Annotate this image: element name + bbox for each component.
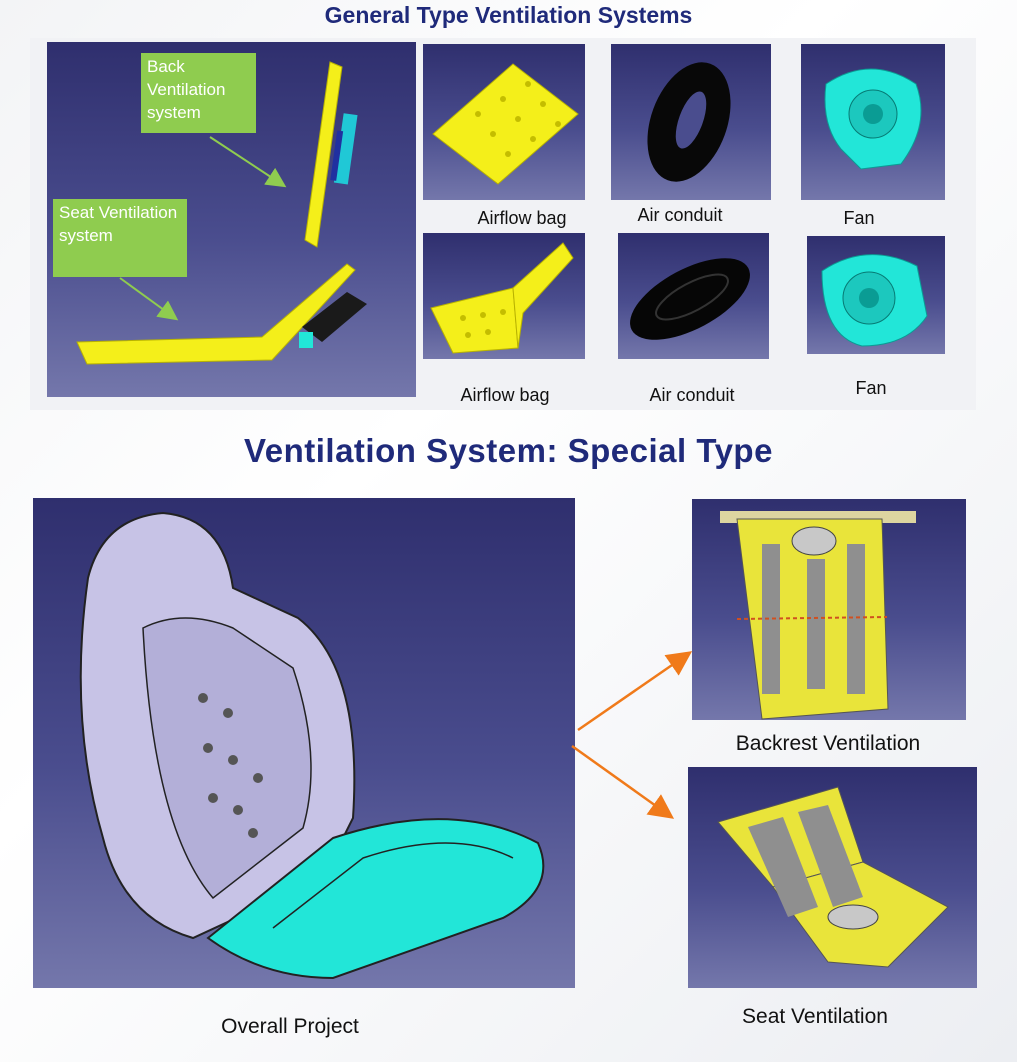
fan-image-1 bbox=[801, 44, 945, 200]
caption-airflow-bag-2: Airflow bag bbox=[460, 385, 550, 405]
seat-arrow bbox=[571, 744, 675, 819]
caption-fan-1: Fan bbox=[843, 208, 875, 228]
caption-backrest-ventilation: Backrest Ventilation bbox=[735, 732, 921, 755]
airflow-bag-image-1 bbox=[423, 44, 585, 200]
general-section-title: General Type Ventilation Systems bbox=[324, 2, 693, 28]
special-section-title: Ventilation System: Special Type bbox=[244, 432, 773, 469]
seat-ventilation-image bbox=[688, 767, 977, 988]
overall-project-image bbox=[33, 498, 575, 988]
caption-seat-ventilation: Seat Ventilation bbox=[742, 1005, 888, 1028]
backrest-arrow bbox=[577, 651, 693, 732]
backrest-ventilation-image bbox=[692, 499, 966, 720]
back-ventilation-label: Back Ventilation system bbox=[141, 53, 256, 133]
caption-airflow-bag-1: Airflow bag bbox=[477, 208, 567, 228]
seat-ventilation-label: Seat Ventilation system bbox=[53, 199, 187, 277]
airflow-bag-image-2 bbox=[423, 233, 585, 359]
air-conduit-image-1 bbox=[611, 44, 771, 200]
caption-air-conduit-2: Air conduit bbox=[649, 385, 735, 405]
caption-fan-2: Fan bbox=[855, 378, 887, 398]
caption-overall-project: Overall Project bbox=[221, 1015, 359, 1038]
fan-image-2 bbox=[807, 236, 945, 354]
air-conduit-image-2 bbox=[618, 233, 769, 359]
caption-air-conduit-1: Air conduit bbox=[637, 205, 723, 225]
